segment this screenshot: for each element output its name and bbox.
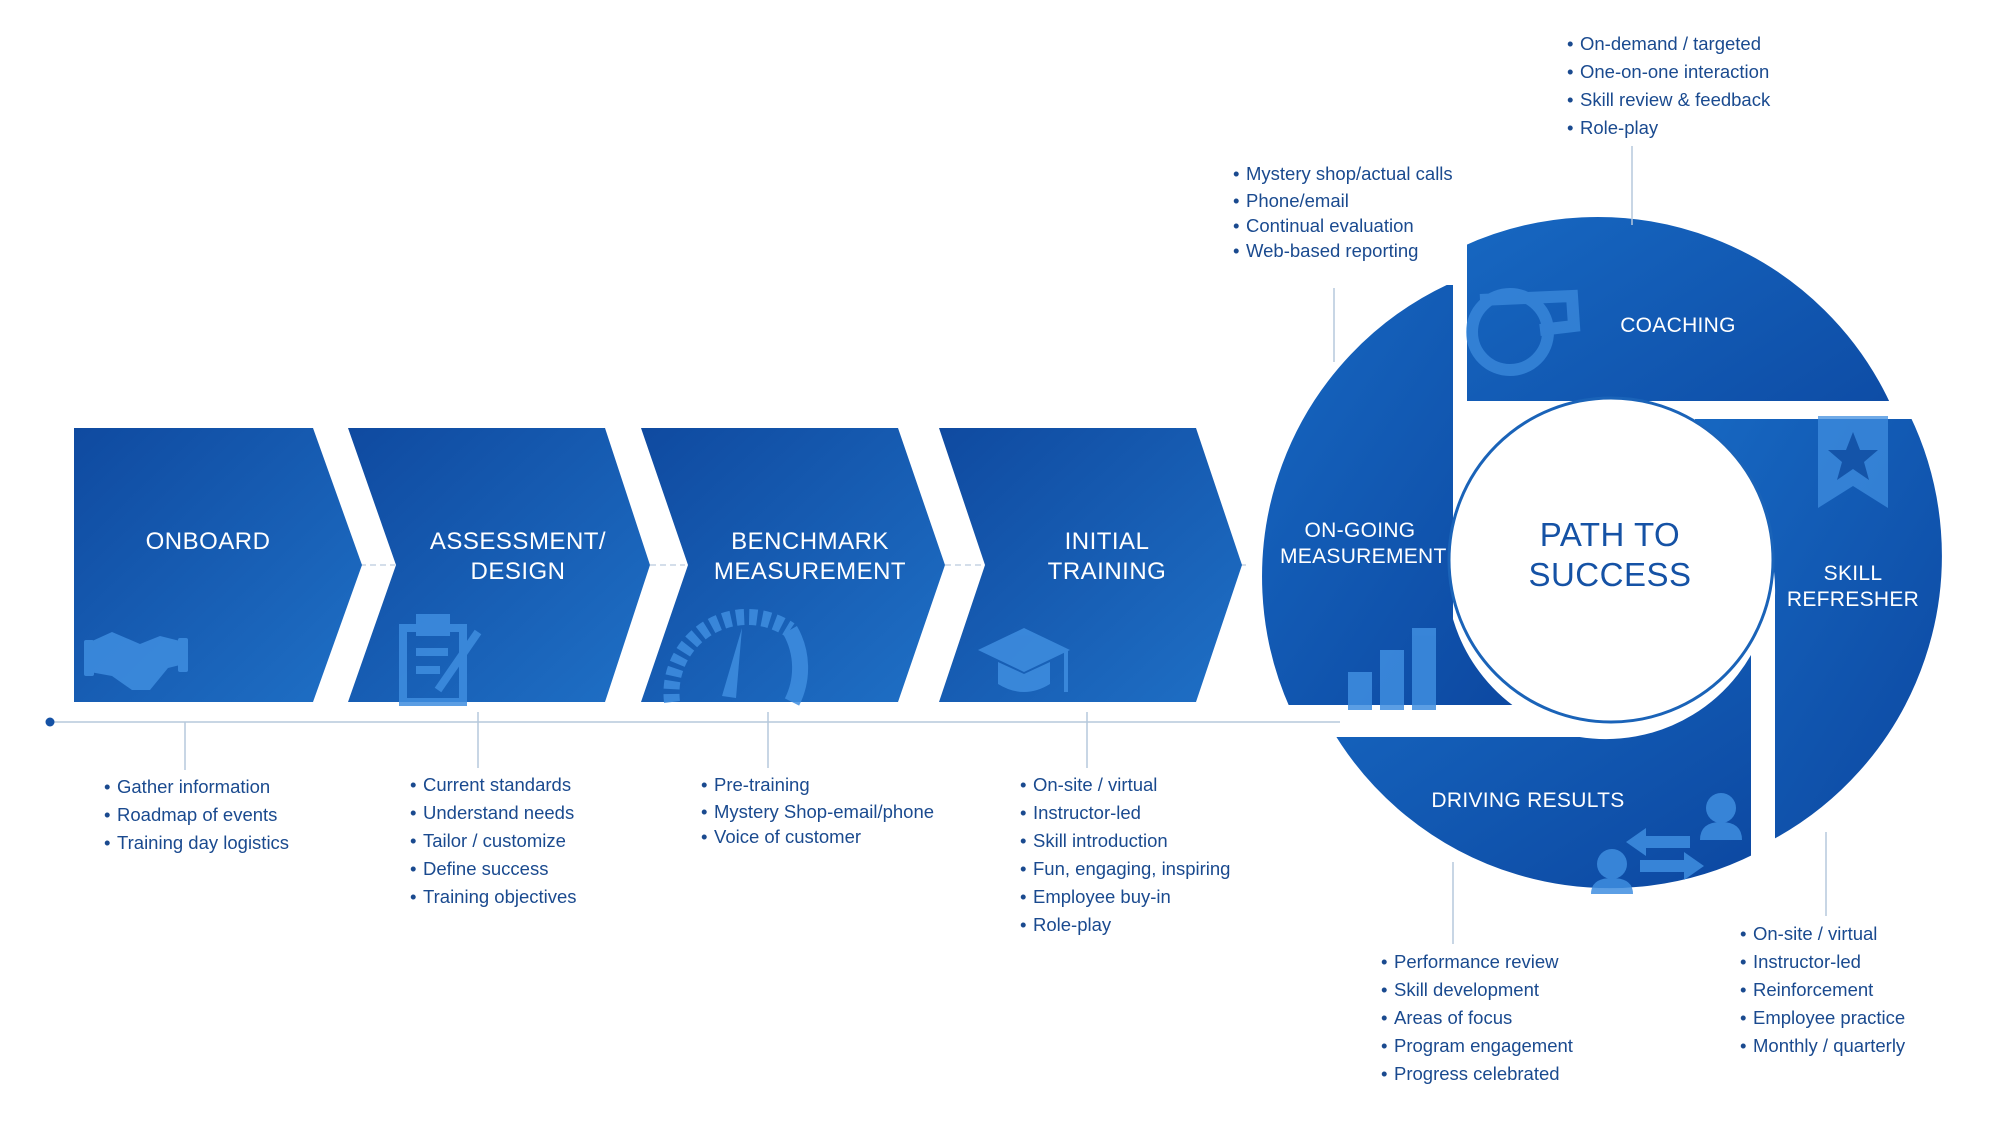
- list-item: Role-play: [1020, 911, 1230, 939]
- assessment-bullets: Current standards Understand needs Tailo…: [410, 771, 577, 911]
- step-initial-label: INITIAL TRAINING: [977, 527, 1237, 587]
- step-assessment-label: ASSESSMENT/ DESIGN: [388, 527, 648, 587]
- segment-results-line1: DRIVING RESULTS: [1431, 789, 1625, 812]
- segment-ongoing-label: ON-GOING MEASUREMENT: [1280, 518, 1447, 570]
- list-item: Monthly / quarterly: [1740, 1032, 1905, 1060]
- center-line1: PATH TO: [1539, 516, 1681, 553]
- list-item: Tailor / customize: [410, 827, 577, 855]
- center-circle: [1447, 396, 1775, 724]
- list-item: Web-based reporting: [1233, 238, 1453, 263]
- clipboard-icon: [399, 614, 482, 706]
- list-item: Progress celebrated: [1381, 1060, 1573, 1088]
- list-item: Understand needs: [410, 799, 577, 827]
- list-item: Training objectives: [410, 883, 577, 911]
- segment-refresher-label: SKILL REFRESHER: [1773, 561, 1933, 613]
- step-benchmark-label: BENCHMARK MEASUREMENT: [680, 527, 940, 587]
- results-bullets: Performance review Skill development Are…: [1381, 948, 1573, 1088]
- step-onboard-line1: ONBOARD: [145, 528, 271, 555]
- graduation-cap-icon: [978, 628, 1070, 692]
- step-onboard-shape: [74, 428, 362, 702]
- list-item: On-site / virtual: [1020, 771, 1230, 799]
- list-item: Instructor-led: [1740, 948, 1905, 976]
- list-item: Skill development: [1381, 976, 1573, 1004]
- list-item: Reinforcement: [1740, 976, 1905, 1004]
- step-initial-line1: INITIAL: [1064, 528, 1150, 555]
- segment-ongoing-line2: MEASUREMENT: [1280, 545, 1447, 568]
- list-item: Define success: [410, 855, 577, 883]
- list-item: Skill introduction: [1020, 827, 1230, 855]
- step-assessment-line1: ASSESSMENT/: [429, 528, 607, 555]
- coaching-bullets: On-demand / targeted One-on-one interact…: [1567, 30, 1770, 142]
- list-item: Gather information: [104, 773, 289, 801]
- segment-coaching-shape: [1453, 203, 1911, 498]
- list-item: Voice of customer: [701, 824, 934, 849]
- bar-chart-icon: [1348, 628, 1436, 710]
- list-item: Program engagement: [1381, 1032, 1573, 1060]
- onboard-bullets: Gather information Roadmap of events Tra…: [104, 773, 289, 857]
- list-item: Instructor-led: [1020, 799, 1230, 827]
- step-onboard-label: ONBOARD: [78, 527, 338, 557]
- segment-coaching-label: COACHING: [1598, 313, 1758, 339]
- segment-results-label: DRIVING RESULTS: [1418, 788, 1638, 814]
- list-item: Training day logistics: [104, 829, 289, 857]
- step-benchmark-shape: [641, 428, 945, 702]
- people-exchange-icon: [1591, 793, 1742, 894]
- handshake-icon: [84, 632, 188, 690]
- initial-training-bullets: On-site / virtual Instructor-led Skill i…: [1020, 771, 1230, 939]
- segment-ongoing-line1: ON-GOING: [1304, 519, 1416, 542]
- gauge-icon: [663, 609, 809, 706]
- benchmark-bullets: Pre-training Mystery Shop-email/phone Vo…: [701, 771, 934, 849]
- list-item: Mystery shop/actual calls: [1233, 160, 1453, 188]
- center-label: PATH TO SUCCESS: [1460, 515, 1760, 595]
- list-item: Skill review & feedback: [1567, 86, 1770, 114]
- cycle-ring: [1248, 203, 1956, 903]
- list-item: Current standards: [410, 771, 577, 799]
- list-item: Pre-training: [701, 771, 934, 799]
- list-item: Employee practice: [1740, 1004, 1905, 1032]
- leader-lines: [184, 146, 1827, 944]
- segment-refresher-line2: REFRESHER: [1786, 588, 1920, 611]
- list-item: Mystery Shop-email/phone: [701, 799, 934, 824]
- list-item: Employee buy-in: [1020, 883, 1230, 911]
- list-item: Roadmap of events: [104, 801, 289, 829]
- whistle-icon: [1466, 288, 1581, 376]
- list-item: On-site / virtual: [1740, 920, 1905, 948]
- timeline-start-dot: [45, 717, 55, 727]
- list-item: Continual evaluation: [1233, 213, 1453, 238]
- list-item: One-on-one interaction: [1567, 58, 1770, 86]
- star-ribbon-icon: [1818, 416, 1888, 508]
- center-line2: SUCCESS: [1528, 556, 1692, 593]
- segment-results-shape: [1311, 619, 1765, 903]
- list-item: Fun, engaging, inspiring: [1020, 855, 1230, 883]
- list-item: Performance review: [1381, 948, 1573, 976]
- list-item: Phone/email: [1233, 188, 1453, 213]
- step-benchmark-line1: BENCHMARK: [731, 528, 889, 555]
- segment-ongoing-shape: [1248, 271, 1540, 719]
- ongoing-bullets: Mystery shop/actual calls Phone/email Co…: [1233, 160, 1453, 263]
- refresher-bullets: On-site / virtual Instructor-led Reinfor…: [1740, 920, 1905, 1060]
- list-item: Areas of focus: [1381, 1004, 1573, 1032]
- step-initial-line2: TRAINING: [1047, 558, 1167, 585]
- segment-coaching-line1: COACHING: [1620, 314, 1736, 337]
- step-benchmark-line2: MEASUREMENT: [713, 558, 907, 585]
- segment-refresher-line1: SKILL: [1823, 562, 1883, 585]
- list-item: On-demand / targeted: [1567, 30, 1770, 58]
- step-assessment-line2: DESIGN: [470, 558, 566, 585]
- list-item: Role-play: [1567, 114, 1770, 142]
